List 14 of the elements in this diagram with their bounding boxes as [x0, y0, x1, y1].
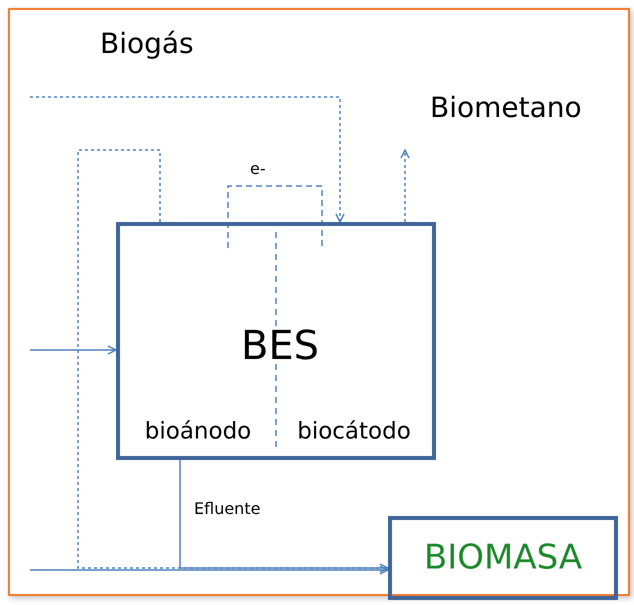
flow-label: Biometano: [430, 92, 582, 124]
process-box: [116, 222, 436, 460]
node-label: bioánodo: [144, 419, 252, 445]
arrow: [30, 96, 345, 223]
arrow: [179, 460, 389, 573]
arrow: [30, 345, 117, 355]
arrow: [400, 149, 410, 222]
node-label: biocátodo: [297, 419, 411, 445]
node-label: BIOMASA: [424, 539, 582, 577]
arrow: [30, 565, 389, 575]
flow-label: e-: [250, 160, 266, 178]
flow-label: Biogás: [100, 28, 194, 60]
node-label: BES: [240, 324, 320, 368]
process-box: [388, 516, 618, 600]
